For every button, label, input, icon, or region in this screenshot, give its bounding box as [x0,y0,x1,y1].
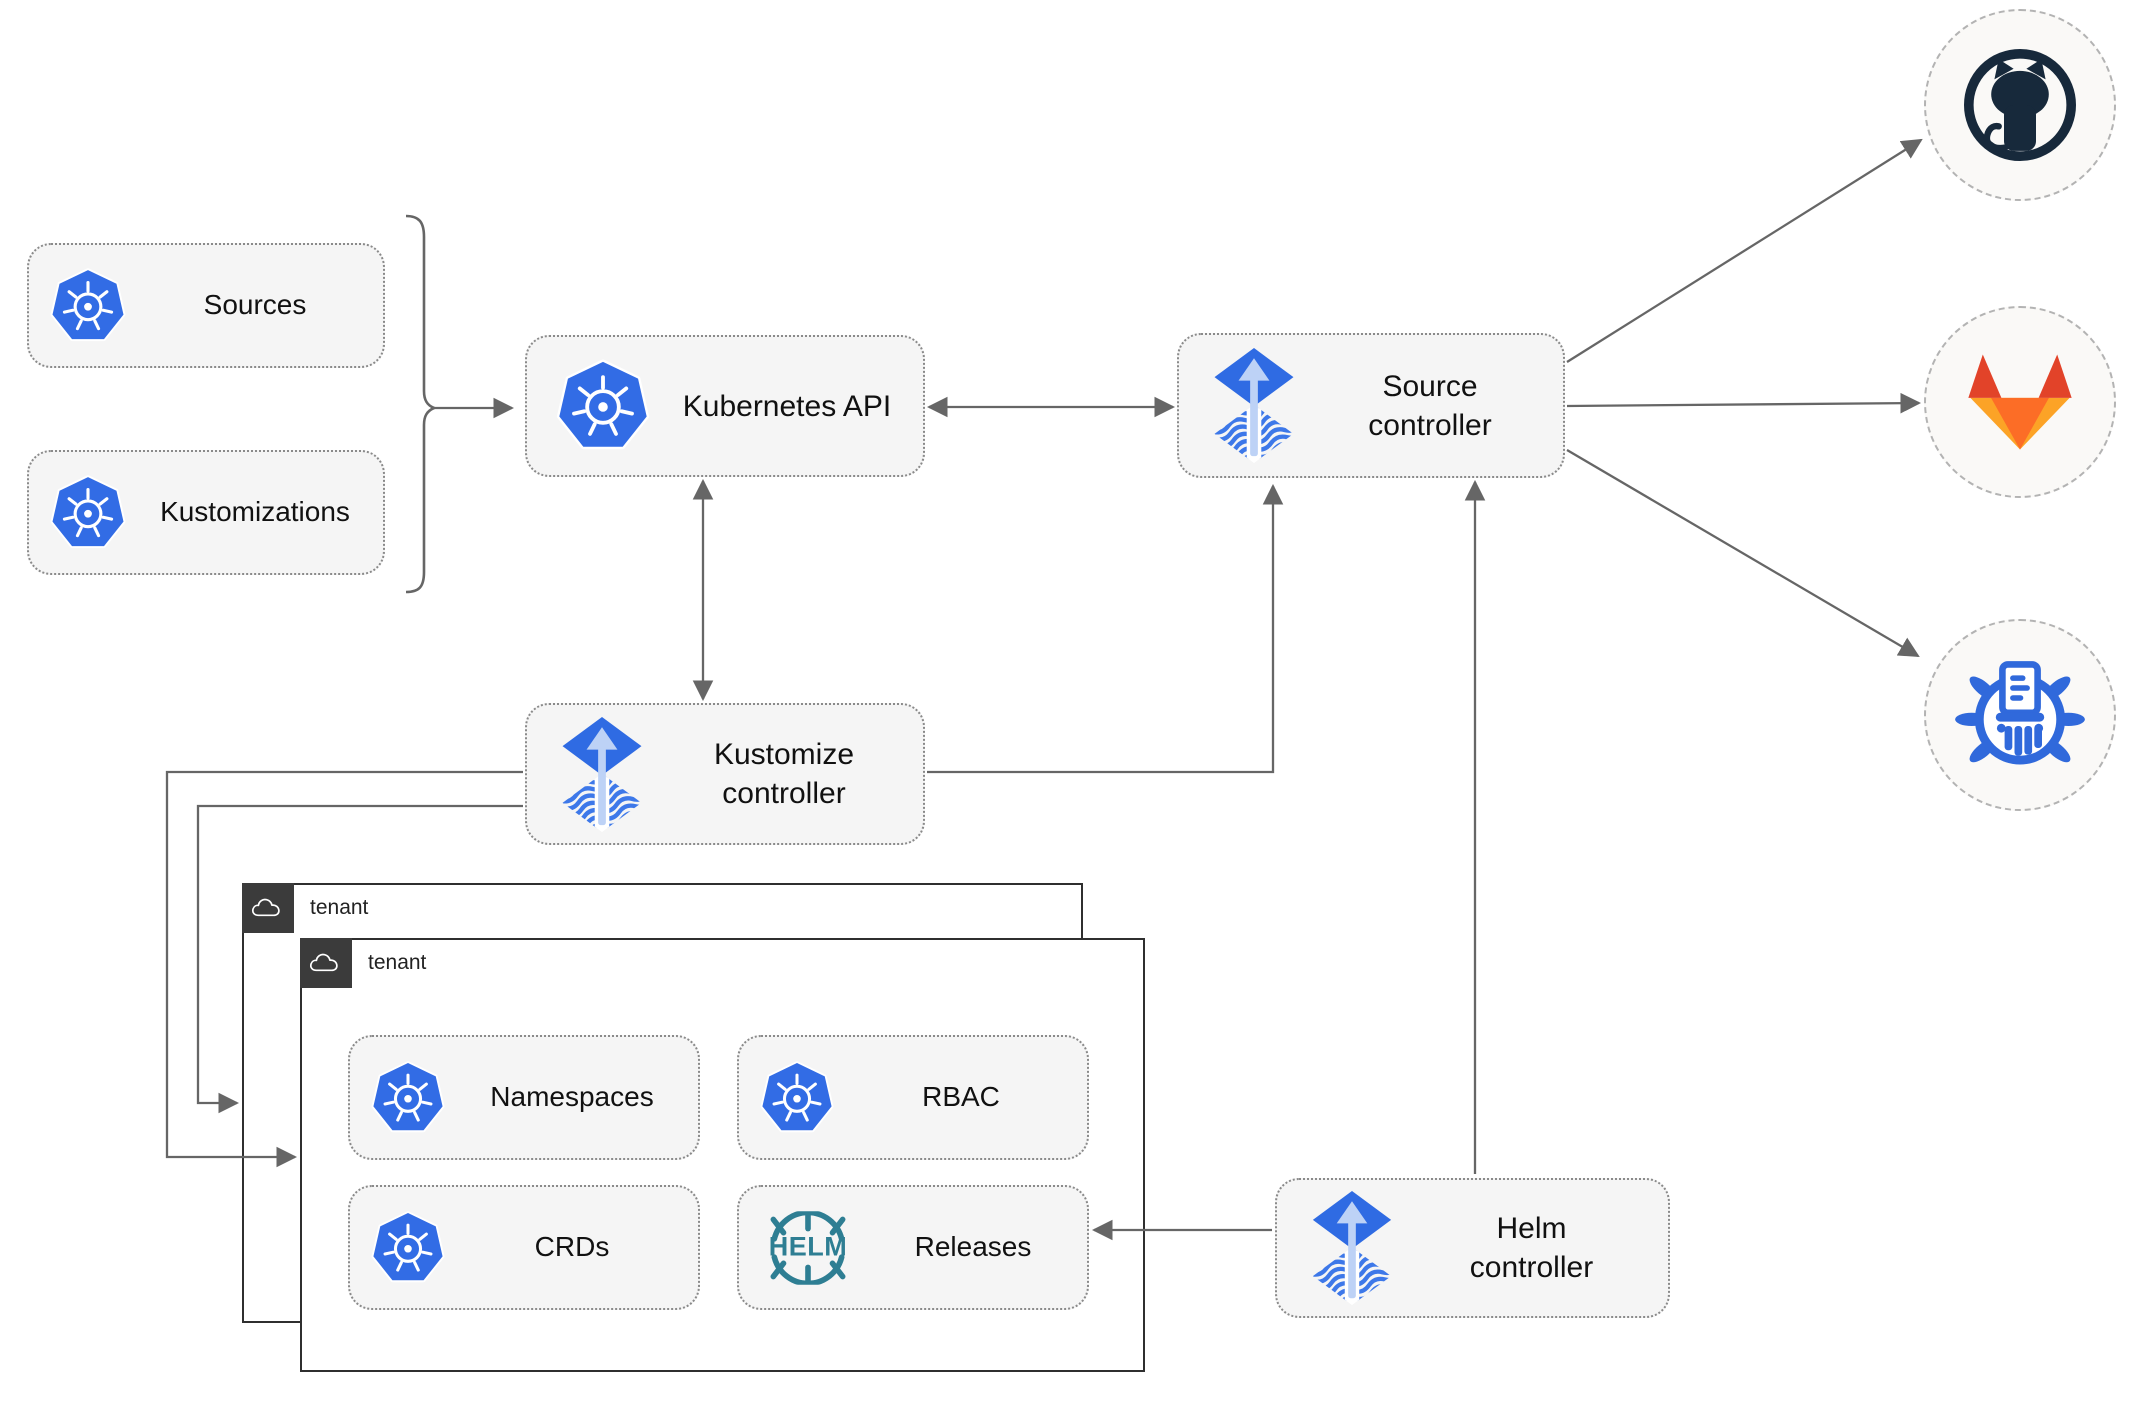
sources-node: Sources [27,243,385,368]
node-label: Kustomize controller [713,738,855,810]
tenant-badge [241,882,294,933]
github-node [1924,9,2116,201]
flux-icon [559,717,645,832]
node-label: RBAC [922,1081,1000,1113]
kustomize-controller-node: Kustomize controller [525,703,925,845]
helm-wordmark: HELM [768,1230,848,1261]
node-label: Namespaces [490,1081,654,1113]
gitlab-icon [1958,348,2082,456]
kubernetes-icon [49,474,127,552]
gitlab-node [1924,306,2116,498]
node-label: Helm controller [1469,1212,1594,1284]
flux-icon [1309,1191,1395,1305]
tenant-badge [299,937,352,988]
releases-node: HELM Releases [737,1185,1089,1310]
chartmuseum-icon [1954,649,2086,781]
kubernetes-icon [555,358,651,454]
kubernetes-icon [370,1210,446,1286]
flux-icon [1211,348,1297,463]
tenant-label: tenant [310,896,369,919]
edge-source-to-github [1566,138,1923,363]
brace-group [405,214,438,594]
cloud-icon [308,950,344,976]
edge-source-to-gitlab [1566,392,1922,414]
tenant-label: tenant [368,951,427,974]
rbac-node: RBAC [737,1035,1089,1160]
github-icon [1956,41,2084,169]
helm-controller-node: Helm controller [1275,1178,1670,1318]
helm-icon: HELM [757,1210,859,1286]
chartmuseum-node [1924,619,2116,811]
kubernetes-api-node: Kubernetes API [525,335,925,477]
kubernetes-icon [759,1060,835,1136]
edge-kustomize-to-source [927,483,1284,774]
node-label: Kubernetes API [682,389,892,423]
crds-node: CRDs [348,1185,700,1310]
kubernetes-icon [49,267,127,345]
node-label: CRDs [534,1231,610,1263]
node-label: Kustomizations [160,496,350,528]
namespaces-node: Namespaces [348,1035,700,1160]
cloud-icon [250,895,286,921]
node-label: Sources [203,289,307,321]
kustomizations-node: Kustomizations [27,450,385,575]
edge-source-to-chartmuseum [1566,449,1920,658]
source-controller-node: Source controller [1177,333,1565,478]
node-label: Source controller [1368,369,1492,442]
node-label: Releases [914,1231,1032,1263]
kubernetes-icon [370,1060,446,1136]
